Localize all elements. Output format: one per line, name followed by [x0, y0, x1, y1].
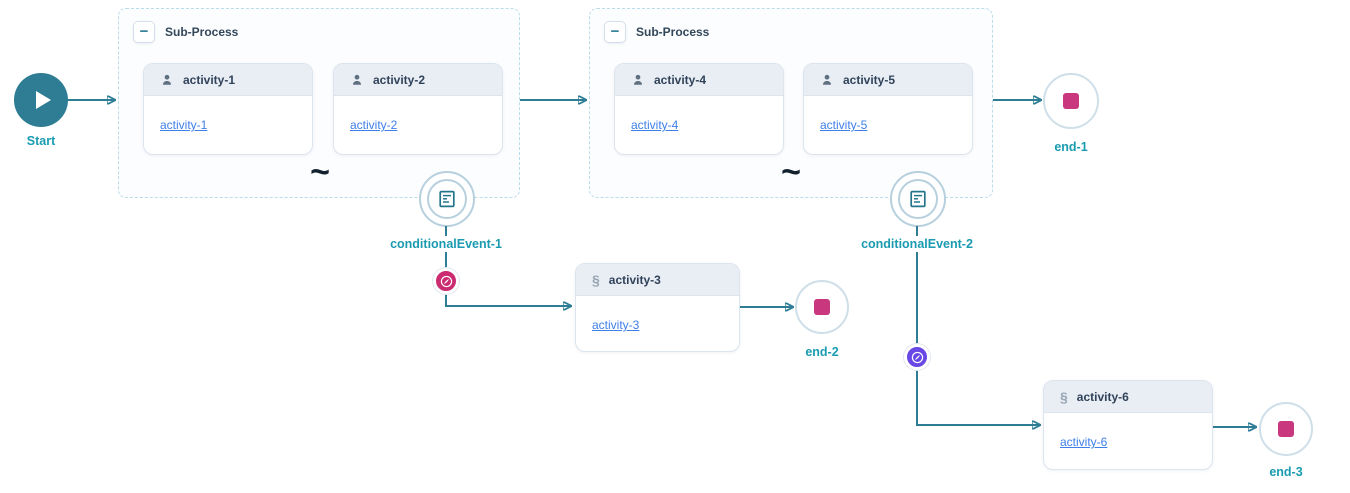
activity-4-body: activity-4 [615, 96, 783, 134]
event-inner-ring [898, 179, 938, 219]
script-task-icon: § [592, 271, 600, 288]
subprocess-1-container[interactable]: − Sub-Process activity-1 activity-1 [118, 8, 520, 227]
activity-5-header: activity-5 [804, 64, 972, 96]
end-event-3-node[interactable] [1259, 402, 1313, 456]
conditional-document-icon [439, 190, 455, 208]
edge-event1-to-activity3[interactable] [445, 226, 570, 306]
activity-1-header: activity-1 [144, 64, 312, 96]
activity-2-header: activity-2 [334, 64, 502, 96]
activity-3-card[interactable]: § activity-3 activity-3 [575, 263, 740, 352]
activity-2-title: activity-2 [373, 72, 426, 87]
subprocess-2-container[interactable]: − Sub-Process activity-4 activity-4 [589, 8, 993, 227]
user-icon [822, 74, 832, 85]
end-1-label: end-1 [1031, 139, 1111, 155]
collapse-button[interactable]: − [604, 21, 626, 43]
activity-5-title: activity-5 [843, 72, 896, 87]
activity-4-card[interactable]: activity-4 activity-4 [614, 63, 784, 155]
edge-marker-badge-pink[interactable] [433, 268, 459, 294]
activity-5-card[interactable]: activity-5 activity-5 [803, 63, 973, 155]
activity-1-card[interactable]: activity-1 activity-1 [143, 63, 313, 155]
play-icon [36, 91, 51, 109]
activity-5-link[interactable]: activity-5 [820, 118, 868, 132]
conditional-event-2-label: conditionalEvent-2 [827, 236, 1007, 252]
adhoc-marker: ~ [781, 153, 801, 191]
activity-2-link[interactable]: activity-2 [350, 118, 398, 132]
edge-marker-badge-purple[interactable] [904, 344, 930, 370]
conditional-event-1-label: conditionalEvent-1 [356, 236, 536, 252]
end-2-label: end-2 [782, 344, 862, 360]
activity-6-card[interactable]: § activity-6 activity-6 [1043, 380, 1213, 470]
conditional-event-2-node[interactable] [890, 171, 946, 227]
activity-1-body: activity-1 [144, 96, 312, 134]
activity-1-link[interactable]: activity-1 [160, 118, 208, 132]
subprocess-1-title: Sub-Process [165, 25, 239, 39]
event-inner-ring [427, 179, 467, 219]
script-task-icon: § [1060, 388, 1068, 405]
user-icon [633, 74, 643, 85]
activity-6-title: activity-6 [1076, 389, 1129, 404]
activity-5-body: activity-5 [804, 96, 972, 134]
user-icon [352, 74, 362, 85]
start-label: Start [0, 133, 91, 149]
activity-2-body: activity-2 [334, 96, 502, 134]
minus-icon: − [139, 23, 149, 40]
end-event-1-node[interactable] [1043, 73, 1099, 129]
activity-2-card[interactable]: activity-2 activity-2 [333, 63, 503, 155]
subprocess-2-title: Sub-Process [636, 25, 710, 39]
activity-3-link[interactable]: activity-3 [592, 318, 640, 332]
compass-icon [440, 275, 452, 287]
end-3-label: end-3 [1246, 464, 1326, 480]
collapse-button[interactable]: − [133, 21, 155, 43]
edge-event2-to-activity6[interactable] [916, 226, 1039, 425]
activity-3-title: activity-3 [608, 272, 661, 287]
start-event-node[interactable] [14, 73, 68, 127]
activity-6-header: § activity-6 [1044, 381, 1212, 413]
activity-6-body: activity-6 [1044, 413, 1212, 451]
adhoc-marker: ~ [310, 153, 330, 191]
activity-6-link[interactable]: activity-6 [1060, 435, 1108, 449]
minus-icon: − [610, 23, 620, 40]
activity-1-title: activity-1 [183, 72, 236, 87]
end-square-icon [814, 299, 830, 315]
conditional-document-icon [910, 190, 926, 208]
end-event-2-node[interactable] [795, 280, 849, 334]
compass-icon [911, 351, 923, 363]
user-icon [162, 74, 172, 85]
end-square-icon [1278, 421, 1294, 437]
activity-3-body: activity-3 [576, 296, 739, 334]
end-square-icon [1063, 93, 1079, 109]
activity-4-header: activity-4 [615, 64, 783, 96]
activity-4-link[interactable]: activity-4 [631, 118, 679, 132]
activity-4-title: activity-4 [654, 72, 707, 87]
activity-3-header: § activity-3 [576, 264, 739, 296]
